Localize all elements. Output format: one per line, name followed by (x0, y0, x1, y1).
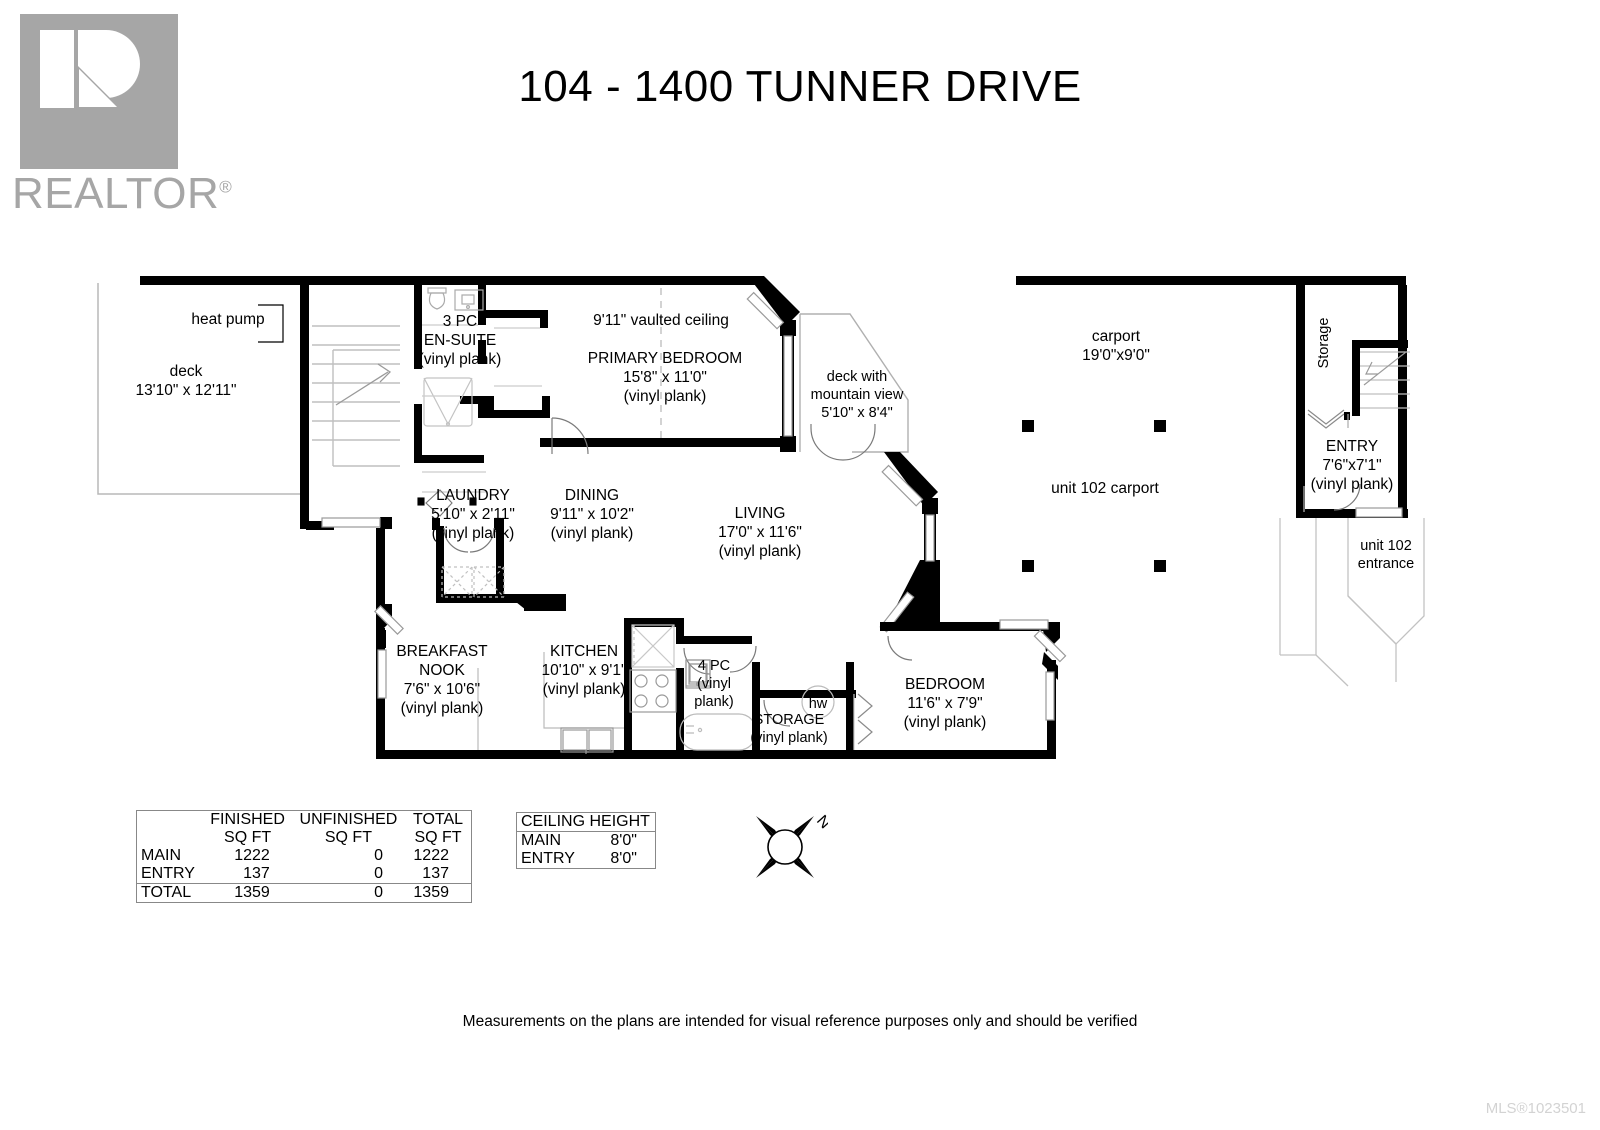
label-heat-pump: heat pump (191, 311, 265, 328)
realtor-r-mark-icon (20, 14, 178, 169)
realtor-logo: REALTOR® (12, 14, 232, 216)
ceiling-entry-value: 8'0" (610, 850, 637, 867)
kitchen-sink-icon (560, 727, 614, 754)
entry-stairs-arrow (1363, 351, 1407, 386)
label-3pc-ensuite: 3 PC EN-SUITE (vinyl plank) (418, 313, 502, 368)
area-total-unfinished: 0 (291, 883, 406, 903)
area-main-finished: 1222 (234, 847, 270, 864)
realtor-wordmark: REALTOR® (12, 169, 233, 218)
bedroom-walls (880, 622, 1060, 680)
mountain-deck-doors (810, 424, 876, 461)
label-entry: ENTRY 7'6"x7'1" (vinyl plank) (1310, 438, 1394, 493)
ceiling-title-row: CEILING HEIGHT (516, 812, 656, 832)
compass-rose: N (742, 804, 833, 890)
label-storage: STORAGE (vinyl plank) (750, 712, 828, 746)
area-main-unfinished: 0 (374, 847, 384, 864)
bedroom-door (887, 635, 913, 661)
table-header-row-1: FINISHED UNFINISHED TOTAL (137, 811, 472, 830)
storage-bifold-entry (1307, 409, 1350, 429)
entry-door-window (1355, 507, 1403, 518)
table-row: ENTRY 137 0 137 (137, 865, 472, 884)
label-deck-mountain-view: deck with mountain view 5'10" x 8'4" (810, 369, 904, 421)
label-hot-water: hw (808, 696, 828, 712)
label-storage-entry: Storage (1316, 317, 1332, 369)
nook-angled-wall (376, 604, 392, 648)
label-kitchen: KITCHEN 10'10" x 9'1" (vinyl plank) (541, 643, 627, 698)
ceiling-height-table: CEILING HEIGHT MAIN 8'0" ENTRY 8'0" (516, 812, 656, 869)
area-col-unfinished: UNFINISHED (299, 811, 398, 828)
realtor-r-glyph-icon (20, 14, 178, 169)
compass-north-label: N (813, 812, 828, 832)
label-breakfast-nook: BREAKFAST NOOK 7'6" x 10'6" (vinyl plank… (396, 643, 488, 717)
bedroom-window-top (999, 619, 1049, 630)
area-col-total: TOTAL (412, 811, 464, 828)
label-living: LIVING 17'0" x 11'6" (vinyl plank) (718, 505, 802, 560)
area-main-total: 1222 (413, 847, 449, 864)
area-col-blank-2 (137, 829, 204, 847)
area-col-total-unit: SQ FT (414, 829, 462, 846)
storage-bifold-door (853, 693, 873, 750)
shower-fixture-icon (423, 377, 473, 427)
laundry-appliances-icon (441, 566, 505, 598)
label-primary-bedroom: PRIMARY BEDROOM 15'8" x 11'0" (vinyl pla… (587, 350, 743, 405)
area-total-total: 1359 (405, 883, 472, 903)
kitchen-range-icon (629, 669, 677, 713)
bathtub-icon (679, 713, 757, 751)
area-entry-total: 137 (422, 865, 449, 882)
area-col-finished: FINISHED (210, 811, 285, 828)
bedroom-window-angled (1033, 629, 1067, 721)
area-entry-finished: 137 (243, 865, 270, 882)
disclaimer-text: Measurements on the plans are intended f… (462, 1013, 1138, 1030)
table-header-row-2: SQ FT SQ FT SQ FT (137, 829, 472, 847)
label-unit-102-carport: unit 102 carport (1051, 480, 1159, 497)
area-row-label-main: MAIN (141, 847, 181, 864)
ceiling-title: CEILING HEIGHT (516, 812, 656, 832)
living-room-angled-walls (884, 452, 1059, 631)
table-row: ENTRY 8'0" (517, 850, 656, 869)
label-dining: DINING 9'11" x 10'2" (vinyl plank) (550, 487, 634, 542)
label-laundry: LAUNDRY 5'10" x 2'11" (vinyl plank) (431, 487, 515, 542)
stairs-direction-arrow (335, 363, 392, 406)
area-col-unfinished-unit: SQ FT (324, 829, 372, 846)
table-row: MAIN 8'0" (517, 832, 656, 851)
table-row: MAIN 1222 0 1222 (137, 847, 472, 865)
area-total-finished: 1359 (203, 883, 292, 903)
area-summary-table: FINISHED UNFINISHED TOTAL SQ FT SQ FT SQ… (136, 810, 472, 903)
laundry-window (321, 517, 381, 528)
label-4pc-bath: 4 PC (vinyl plank) (694, 658, 734, 710)
compass-rose-icon: N (756, 812, 833, 878)
entry-stairs-walls (1352, 340, 1408, 416)
area-row-label-entry: ENTRY (141, 865, 195, 882)
label-vaulted-ceiling: 9'11" vaulted ceiling (593, 312, 729, 329)
living-room-window-angled (879, 464, 935, 633)
area-col-blank (137, 811, 204, 830)
primary-bedroom-angled-wall (748, 276, 800, 452)
primary-bedroom-door (551, 417, 589, 455)
area-entry-unfinished: 0 (374, 865, 384, 882)
primary-bedroom-window (746, 291, 793, 437)
toilet-fixture-icon (427, 287, 447, 310)
kitchen-pantry-icon (631, 624, 675, 668)
stairs-main (312, 325, 400, 467)
label-deck: deck 13'10" x 12'11" (135, 363, 237, 399)
page-title: 104 - 1400 TUNNER DRIVE (518, 62, 1082, 111)
label-unit-102-entrance: unit 102 entrance (1357, 538, 1415, 572)
ceiling-row-label-main: MAIN (521, 832, 561, 849)
ceiling-main-value: 8'0" (610, 832, 637, 849)
mls-id-watermark: MLS®1023501 (1485, 1100, 1586, 1117)
area-col-finished-unit: SQ FT (224, 829, 272, 846)
area-row-label-total: TOTAL (136, 883, 204, 903)
table-total-row: TOTAL 1359 0 1359 (136, 883, 472, 903)
bath4pc-walls (684, 636, 752, 644)
entry-stairs (1360, 351, 1410, 409)
ceiling-row-label-entry: ENTRY (521, 850, 575, 867)
sink-fixture-icon (454, 289, 484, 311)
label-bedroom: BEDROOM 11'6" x 7'9" (vinyl plank) (903, 676, 987, 731)
label-carport: carport 19'0"x9'0" (1082, 328, 1150, 364)
